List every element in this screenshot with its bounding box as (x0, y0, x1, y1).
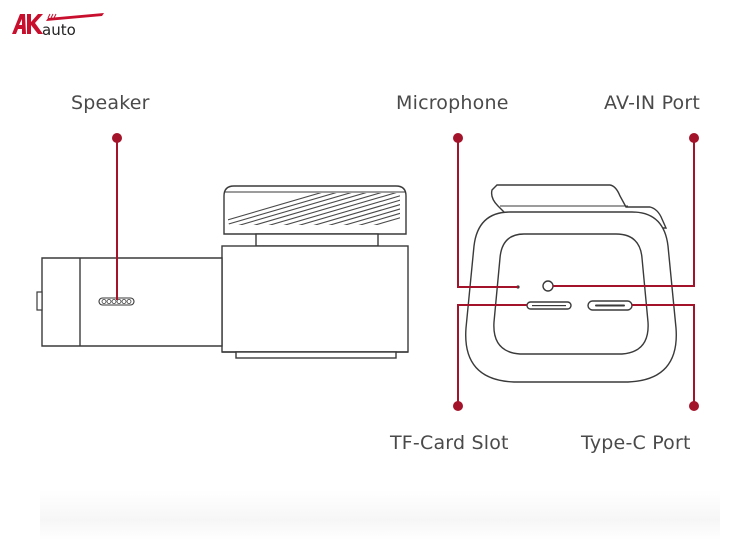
camera-body (221, 245, 409, 353)
grill-vents (228, 193, 400, 225)
dashcam-side-view (36, 185, 409, 359)
callout-microphone-line (457, 138, 518, 288)
logo-word: auto (42, 21, 76, 39)
label-av-in-port: AV-IN Port (604, 92, 701, 114)
dashcam-rear-view (465, 184, 677, 383)
callout-type-c-dot (689, 401, 699, 411)
callout-type-c-line (632, 304, 695, 406)
speaker-holes (101, 299, 132, 304)
grill-module (223, 185, 407, 235)
callout-tf-card-dot (453, 401, 463, 411)
label-type-c-port: Type-C Port (581, 432, 691, 454)
callout-tf-card-line (457, 304, 527, 406)
callout-av-in-line (553, 138, 695, 287)
logo-mark (12, 13, 104, 34)
brand-logo: auto (12, 13, 104, 39)
bottom-fade (40, 490, 720, 540)
label-speaker: Speaker (71, 92, 150, 114)
label-microphone: Microphone (396, 92, 509, 114)
callout-dots (112, 133, 699, 411)
rear-panel (493, 233, 649, 355)
callouts (116, 138, 695, 406)
callout-speaker-dot (112, 133, 122, 143)
label-tf-card-slot: TF-Card Slot (390, 432, 509, 454)
callout-microphone-dot (453, 133, 463, 143)
mount-joint (255, 233, 379, 247)
av-in-port (542, 280, 554, 292)
callout-av-in-dot (689, 133, 699, 143)
